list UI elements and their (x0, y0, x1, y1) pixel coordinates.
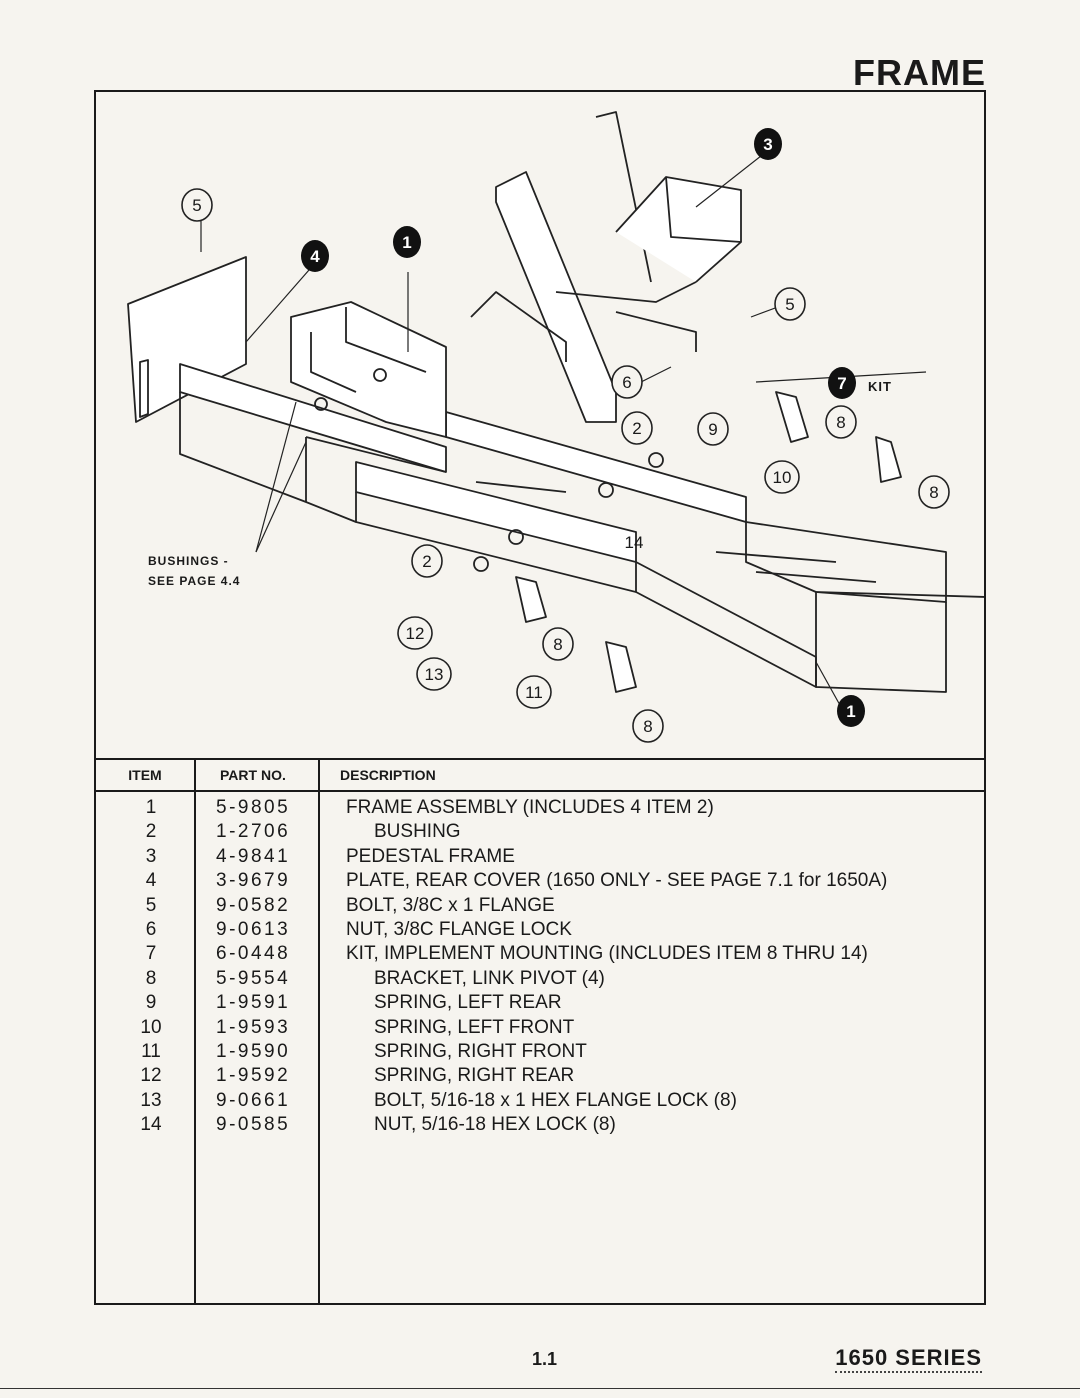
item-number: 9 (145, 992, 157, 1014)
table-row: 3 4-9841 PEDESTAL FRAME (96, 845, 984, 869)
pedestal-frame-drawing (495, 171, 617, 423)
table-row: 1 5-9805 FRAME ASSEMBLY (INCLUDES 4 ITEM 2… (96, 796, 984, 820)
part-description: SPRING, LEFT REAR (374, 992, 562, 1014)
callout-8-d: 8 (643, 717, 652, 736)
callout-1-bottom: 1 (846, 702, 855, 721)
part-number: 4-9841 (216, 845, 291, 867)
item-number: 13 (140, 1089, 162, 1111)
item-number: 12 (140, 1065, 162, 1087)
column-divider (194, 760, 196, 1305)
item-number: 7 (145, 943, 157, 965)
table-row: 2 1-2706 BUSHING (96, 820, 984, 844)
callout-3: 3 (763, 135, 772, 154)
parts-frame-box: 5 4 1 3 5 6 7 2 9 8 10 8 14 2 12 8 13 11… (94, 90, 986, 1305)
callout-7: 7 (837, 374, 846, 393)
parts-table: ITEM PART NO. DESCRIPTION 1 5-9805 FRAME A… (96, 758, 984, 1305)
part-description: SPRING, RIGHT FRONT (374, 1040, 587, 1062)
part-number: 5-9805 (216, 797, 291, 818)
part-number: 3-9679 (216, 870, 291, 892)
callout-12: 12 (406, 624, 425, 643)
item-number: 14 (140, 1114, 162, 1136)
callout-8-a: 8 (836, 413, 845, 432)
exploded-diagram: 5 4 1 3 5 6 7 2 9 8 10 8 14 2 12 8 13 11… (96, 92, 984, 758)
part-number: 9-0613 (216, 918, 291, 940)
part-description: BOLT, 3/8C x 1 FLANGE (346, 894, 555, 916)
page-title: FRAME (853, 52, 986, 93)
callout-9: 9 (708, 420, 717, 439)
frame-tower-drawing (290, 301, 447, 438)
table-row: 9 1-9591 SPRING, LEFT REAR (96, 991, 984, 1015)
table-row: 4 3-9679 PLATE, REAR COVER (1650 ONLY - SE… (96, 869, 984, 893)
page-number: 1.1 (532, 1349, 558, 1369)
part-description: SPRING, LEFT FRONT (374, 1016, 575, 1038)
part-number: 5-9554 (216, 967, 291, 989)
bushings-annotation: BUSHINGS - (148, 554, 229, 568)
part-description: PEDESTAL FRAME (346, 845, 515, 867)
part-description: BRACKET, LINK PIVOT (4) (374, 967, 605, 989)
item-number: 11 (141, 1040, 161, 1062)
table-row: 12 1-9592 SPRING, RIGHT REAR (96, 1064, 984, 1088)
table-row: 14 9-0585 NUT, 5/16-18 HEX LOCK (8) (96, 1113, 984, 1137)
part-number: 1-9590 (216, 1040, 291, 1062)
part-description: BUSHING (374, 821, 461, 843)
part-description: FRAME ASSEMBLY (INCLUDES 4 ITEM 2) (346, 797, 714, 818)
series-label: 1650 SERIES (835, 1345, 982, 1373)
part-description: KIT, IMPLEMENT MOUNTING (INCLUDES ITEM 8… (346, 943, 868, 965)
table-row: 6 9-0613 NUT, 3/8C FLANGE LOCK (96, 918, 984, 942)
header-item: ITEM (128, 767, 162, 783)
part-number: 9-0661 (216, 1089, 291, 1111)
callout-1-top: 1 (402, 233, 411, 252)
callout-13: 13 (425, 665, 444, 684)
item-number: 1 (145, 797, 157, 818)
item-number: 5 (145, 894, 157, 916)
callout-6: 6 (622, 373, 631, 392)
item-number: 4 (145, 870, 157, 892)
link-pivot-bracket-drawing (775, 391, 809, 443)
frame-diagram-drawing: 5 4 1 3 5 6 7 2 9 8 10 8 14 2 12 8 13 11… (127, 111, 984, 743)
table-row: 5 9-0582 BOLT, 3/8C x 1 FLANGE (96, 894, 984, 918)
callout-10: 10 (773, 468, 792, 487)
part-number: 6-0448 (216, 943, 291, 965)
part-number: 1-2706 (216, 821, 291, 843)
part-description: SPRING, RIGHT REAR (374, 1065, 575, 1087)
callout-5-top: 5 (192, 196, 201, 215)
callout-4: 4 (310, 247, 320, 266)
part-number: 1-9591 (216, 992, 291, 1014)
callout-11: 11 (525, 683, 543, 702)
part-number: 1-9592 (216, 1065, 291, 1087)
callout-8-c: 8 (553, 635, 562, 654)
see-page-annotation: SEE PAGE 4.4 (148, 574, 241, 588)
part-number: 9-0582 (216, 894, 291, 916)
callout-2-upper: 2 (632, 419, 641, 438)
callout-5-right: 5 (785, 295, 794, 314)
part-description: NUT, 5/16-18 HEX LOCK (8) (374, 1114, 616, 1136)
table-row: 10 1-9593 SPRING, LEFT FRONT (96, 1016, 984, 1040)
item-number: 8 (145, 967, 157, 989)
callout-2-lower: 2 (422, 552, 431, 571)
header-rule (96, 790, 984, 792)
callout-8-b: 8 (929, 483, 938, 502)
part-number: 1-9593 (216, 1016, 291, 1038)
header-description: DESCRIPTION (340, 767, 436, 783)
column-divider (318, 760, 320, 1305)
part-description: PLATE, REAR COVER (1650 ONLY - SEE PAGE … (346, 870, 888, 892)
item-number: 6 (145, 918, 157, 940)
table-row: 13 9-0661 BOLT, 5/16-18 x 1 HEX FLANGE LOC… (96, 1089, 984, 1113)
callout-14: 14 (625, 533, 644, 552)
item-number: 10 (140, 1016, 162, 1038)
kit-label: KIT (868, 379, 892, 394)
item-number: 3 (145, 845, 157, 867)
item-number: 2 (145, 821, 157, 843)
table-row: 7 6-0448 KIT, IMPLEMENT MOUNTING (INCLUDES… (96, 942, 984, 966)
header-part-no: PART NO. (220, 767, 286, 783)
part-description: NUT, 3/8C FLANGE LOCK (346, 918, 572, 940)
part-number: 9-0585 (216, 1114, 291, 1136)
rear-cover-plate-drawing (127, 256, 247, 423)
table-row: 8 5-9554 BRACKET, LINK PIVOT (4) (96, 967, 984, 991)
bottom-rule (0, 1388, 1080, 1389)
part-description: BOLT, 5/16-18 x 1 HEX FLANGE LOCK (8) (374, 1089, 737, 1111)
parts-table-body: 1 5-9805 FRAME ASSEMBLY (INCLUDES 4 ITEM 2… (96, 796, 984, 1137)
table-row: 11 1-9590 SPRING, RIGHT FRONT (96, 1040, 984, 1064)
